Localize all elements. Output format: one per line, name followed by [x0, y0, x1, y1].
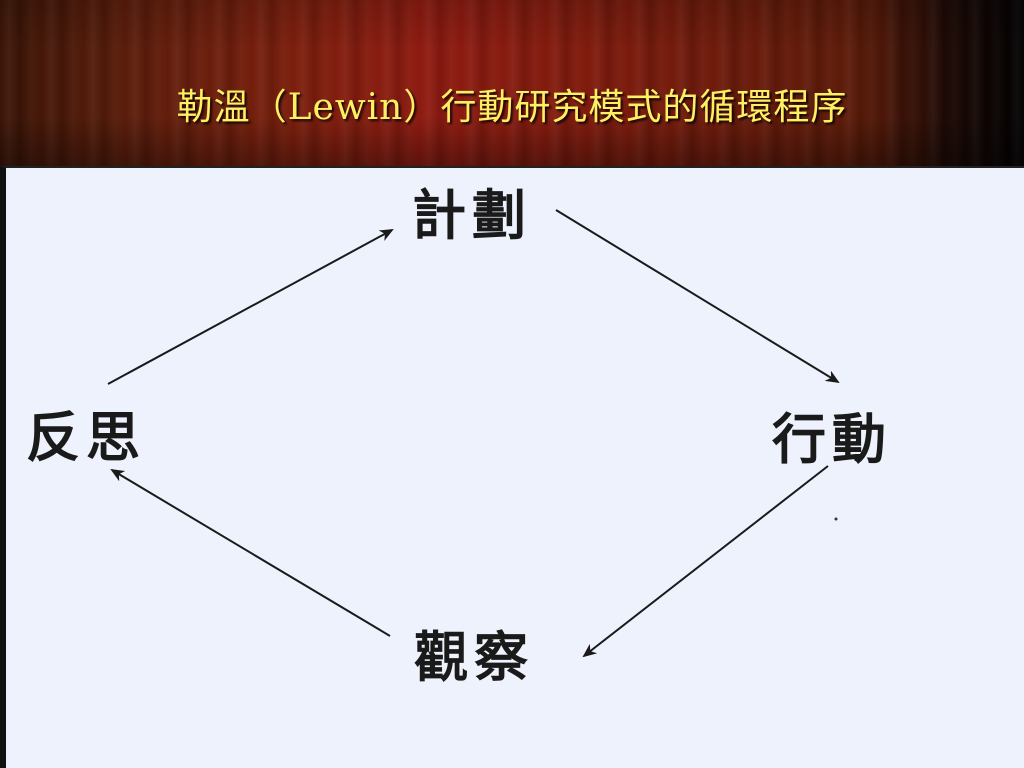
slide-title: 勒溫（Lewin）行動研究模式的循環程序: [176, 87, 848, 128]
node-reflect: 反思: [26, 405, 146, 469]
node-plan: 計劃: [412, 183, 532, 247]
cycle-diagram: [107, 209, 840, 658]
node-observe: 觀察: [414, 625, 534, 689]
title-banner: [0, 0, 1024, 166]
arrow-plan-to-action: [555, 209, 840, 384]
node-action: 行動: [772, 407, 892, 471]
arrow-observe-to-reflect: [110, 468, 391, 637]
stray-dot: [834, 517, 838, 521]
arrow-action-to-observe: [582, 465, 829, 658]
diagram-panel: [0, 166, 1024, 768]
arrow-reflect-to-plan: [107, 229, 394, 385]
